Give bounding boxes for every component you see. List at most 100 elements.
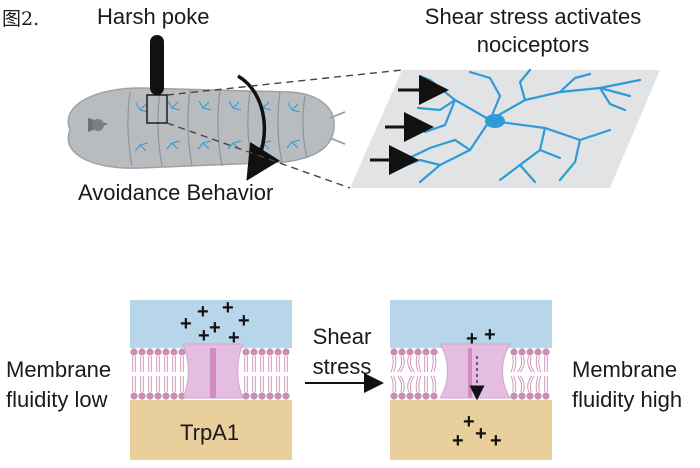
lipid-tail — [430, 375, 434, 393]
ion: + — [228, 327, 240, 349]
lipid-tail — [529, 355, 535, 373]
channel-label: TrpA1 — [180, 420, 240, 445]
left-state-line1: Membrane — [6, 357, 112, 382]
lipid-head — [138, 348, 146, 356]
inset-title-line2: nociceptors — [476, 32, 590, 57]
transition-label: Shear stress — [296, 322, 388, 382]
lipid-head — [526, 348, 534, 356]
ion: + — [222, 297, 234, 319]
lipid-head — [282, 392, 290, 400]
lipid-tail — [527, 375, 533, 393]
ion: + — [463, 411, 475, 433]
lipid-head — [422, 348, 430, 356]
lipid-head — [274, 348, 282, 356]
lipid-tail — [433, 375, 437, 393]
lipid-tail — [519, 375, 525, 393]
lipid-head — [406, 348, 414, 356]
lipid-tail — [397, 375, 403, 393]
lipid-tail — [418, 355, 422, 373]
larva-icon — [67, 87, 346, 169]
ion: + — [238, 310, 250, 332]
lipid-head — [266, 392, 274, 400]
ion: + — [180, 313, 192, 335]
lipid-head — [518, 348, 526, 356]
lipid-head — [510, 348, 518, 356]
ion: + — [452, 430, 464, 452]
lipid-head — [542, 348, 550, 356]
lipid-tail — [513, 355, 517, 373]
lipid-tail — [510, 375, 514, 393]
left-state-label: Membrane fluidity low — [6, 355, 111, 415]
ion: + — [475, 423, 487, 445]
right-state-label: Membrane fluidity high — [572, 355, 682, 415]
lipid-head — [406, 392, 414, 400]
transition-line1: Shear — [312, 324, 372, 349]
lipid-head — [146, 392, 154, 400]
lipid-head — [390, 392, 398, 400]
lipid-head — [430, 392, 438, 400]
lipid-tail — [409, 355, 415, 373]
lipid-head — [162, 392, 170, 400]
lipid-tail — [393, 375, 397, 393]
ion: + — [466, 328, 478, 350]
ion: + — [198, 325, 210, 347]
lipid-tail — [519, 355, 525, 373]
zoom-connectors — [166, 69, 403, 189]
lipid-tail — [399, 375, 405, 393]
figure-label: 图2. — [2, 8, 40, 30]
lipid-head — [258, 392, 266, 400]
lipid-tail — [418, 375, 422, 393]
lipid-tail — [407, 375, 413, 393]
lipid-tail — [513, 375, 517, 393]
lipid-tail — [415, 375, 419, 393]
lipid-head — [398, 348, 406, 356]
lipid-tail — [399, 355, 405, 373]
lipid-head — [282, 348, 290, 356]
lipid-head — [154, 348, 162, 356]
lipid-tail — [430, 355, 434, 373]
lipid-tail — [390, 375, 394, 393]
stimulus-label: Harsh poke — [97, 4, 210, 29]
membrane-left — [130, 300, 292, 460]
lipid-head — [178, 348, 186, 356]
curved-arrow-icon — [237, 74, 280, 181]
lipid-tail — [390, 355, 394, 373]
lipid-head — [242, 348, 250, 356]
lipid-head — [422, 392, 430, 400]
ion: + — [197, 301, 209, 323]
lipid-head — [250, 348, 258, 356]
lipid-head — [414, 348, 422, 356]
lipid-tail — [535, 355, 539, 373]
lipid-tail — [535, 375, 539, 393]
transition-line2: stress — [312, 354, 372, 379]
lipid-head — [274, 392, 282, 400]
zoom-box — [146, 94, 168, 124]
lipid-head — [130, 392, 138, 400]
lipid-head — [526, 392, 534, 400]
lipid-head — [162, 348, 170, 356]
lipid-head — [510, 392, 518, 400]
response-label: Avoidance Behavior — [78, 180, 274, 205]
lipid-head — [130, 348, 138, 356]
lipid-head — [542, 392, 550, 400]
left-state-line2: fluidity low — [6, 387, 108, 412]
lipid-tail — [393, 355, 397, 373]
probe-icon — [150, 35, 164, 95]
lipid-tail — [538, 355, 542, 373]
lipid-tail — [510, 355, 514, 373]
lipid-head — [242, 392, 250, 400]
lipid-tail — [397, 355, 403, 373]
lipid-head — [534, 392, 542, 400]
lipid-tail — [527, 355, 533, 373]
lipid-head — [430, 348, 438, 356]
lipid-head — [258, 348, 266, 356]
ions: + + + + + + + + + + + + + — [180, 297, 502, 452]
right-state-line1: Membrane — [572, 357, 678, 382]
neuron-inset-icon — [350, 68, 660, 188]
lipid-head — [250, 392, 258, 400]
lipid-head — [170, 348, 178, 356]
lipid-head — [170, 392, 178, 400]
inset-title: Shear stress activates nociceptors — [378, 4, 688, 58]
lipid-tail — [433, 355, 437, 373]
lipid-tail — [529, 375, 535, 393]
